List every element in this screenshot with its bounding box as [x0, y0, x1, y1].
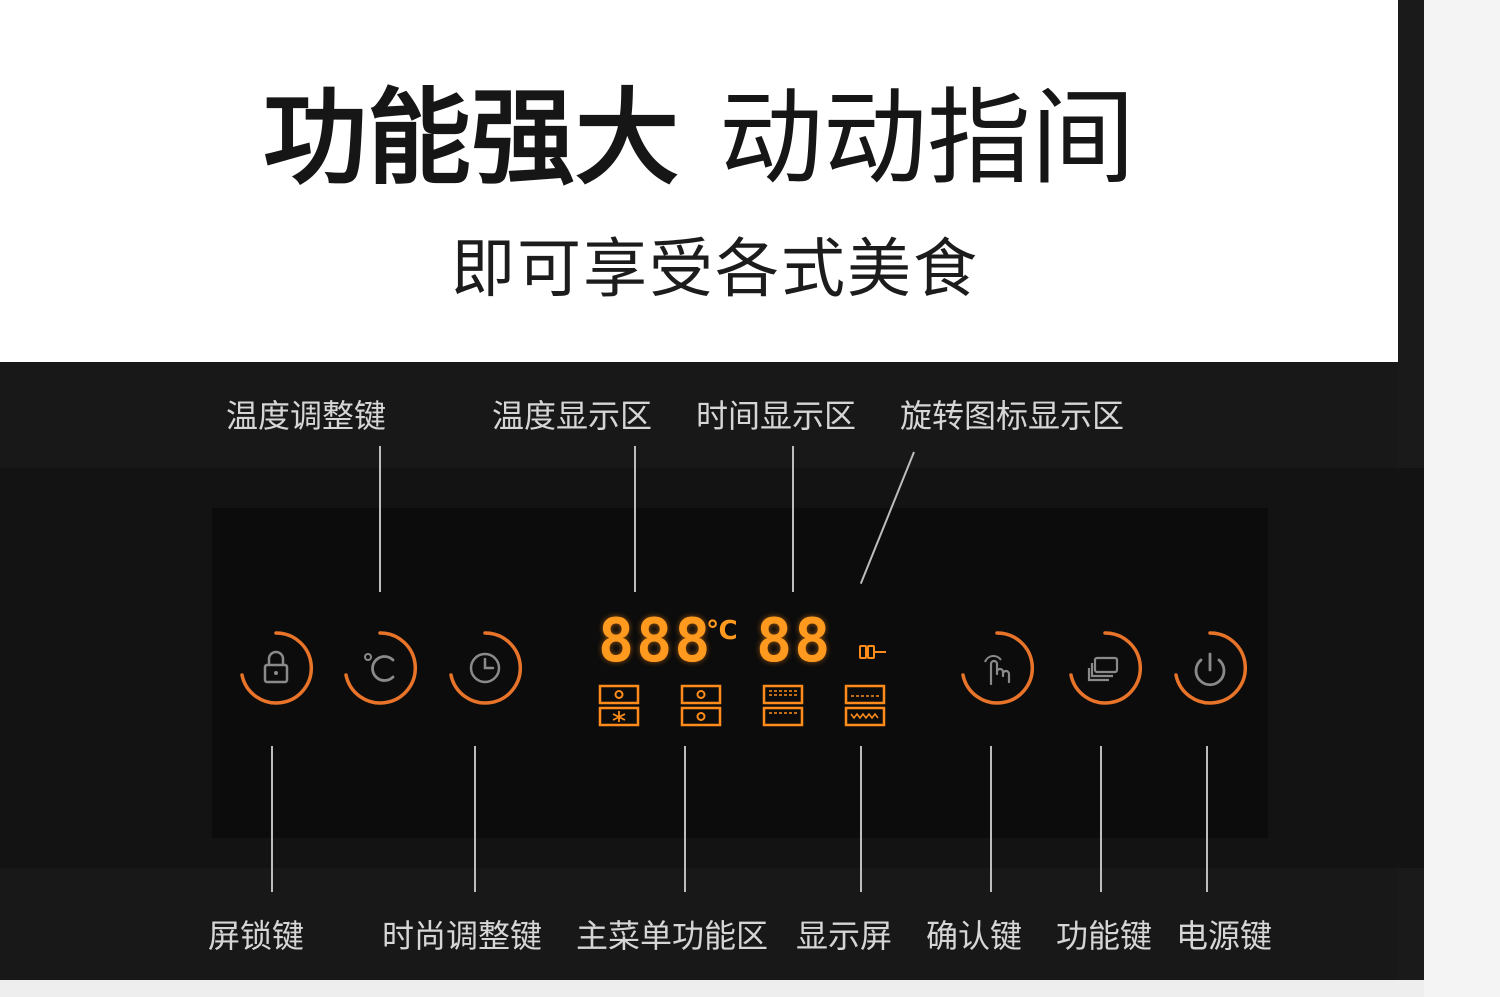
temperature-unit: ℃	[706, 616, 738, 646]
touch-icon	[984, 655, 1011, 686]
mode-fan-top-icon	[598, 684, 640, 727]
mode-grill-icon	[762, 684, 804, 727]
label-main-menu: 主菜单功能区	[576, 917, 769, 955]
function-button[interactable]	[1063, 626, 1147, 710]
pointer-time-adjust	[474, 746, 476, 892]
time-adjust-button[interactable]	[443, 626, 527, 710]
headline: 功能强大动动指间	[0, 78, 1398, 198]
page-margin	[1424, 0, 1500, 997]
label-power: 电源键	[1176, 917, 1273, 955]
pointer-power	[1206, 746, 1208, 892]
lock-button[interactable]	[234, 626, 318, 710]
pointer-time-display	[792, 446, 794, 592]
pointer-function	[1100, 746, 1102, 892]
pointer-main-menu	[684, 746, 686, 892]
subtitle: 即可享受各式美食	[451, 233, 979, 307]
mode-bake-icon	[844, 684, 886, 727]
power-icon	[1194, 652, 1226, 687]
time-readout: 88	[756, 606, 833, 676]
label-time-display: 时间显示区	[696, 397, 857, 435]
pointer-screen	[860, 746, 862, 892]
headline-light: 动动指间	[719, 77, 1136, 199]
clock-icon	[469, 652, 501, 684]
pointer-lock	[271, 746, 273, 892]
pointer-temp-adjust	[379, 446, 381, 592]
rotisserie-icon	[859, 645, 886, 659]
header-section	[0, 0, 1398, 362]
label-rotate-display: 旋转图标显示区	[900, 397, 1125, 435]
celsius-icon	[364, 653, 395, 682]
label-function: 功能键	[1056, 917, 1153, 955]
label-lock: 屏锁键	[208, 917, 305, 955]
label-screen: 显示屏	[796, 917, 893, 955]
headline-bold: 功能强大	[262, 77, 679, 199]
lock-icon	[263, 650, 289, 684]
label-confirm: 确认键	[926, 917, 1023, 955]
temperature-readout: 888	[598, 606, 713, 676]
label-time-adjust: 时尚调整键	[382, 917, 543, 955]
layers-icon	[1087, 656, 1119, 682]
label-temp-adjust: 温度调整键	[226, 397, 387, 435]
pointer-temp-display	[634, 446, 636, 592]
mode-fan-bottom-icon	[680, 684, 722, 727]
confirm-button[interactable]	[955, 626, 1039, 710]
pointer-confirm	[990, 746, 992, 892]
bottom-margin	[0, 980, 1424, 997]
power-button[interactable]	[1168, 626, 1252, 710]
temperature-adjust-button[interactable]	[338, 626, 422, 710]
label-temp-display: 温度显示区	[492, 397, 653, 435]
